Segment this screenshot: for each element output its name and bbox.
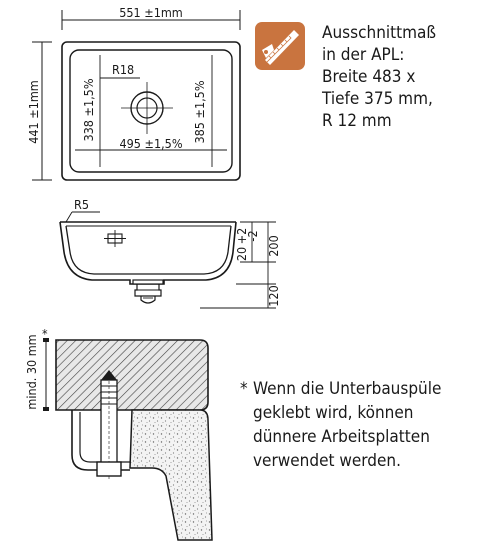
tolerance-plus-label: +2 [234, 228, 249, 245]
footnote-line-3: dünnere Arbeitsplatten [253, 427, 430, 447]
sink-outer-rim [61, 41, 241, 181]
footnote: * Wenn die Unterbauspüle geklebt wird, k… [240, 379, 441, 471]
footnote-line-1: Wenn die Unterbauspüle [253, 379, 441, 399]
tolerance-label: 20 [234, 247, 249, 261]
footnote-marker: * [240, 379, 248, 399]
height-dim-label: 441 ±1mm [26, 80, 41, 144]
section-view: R5 20 +2 -2 200 120 [59, 197, 281, 309]
saw-icon [255, 22, 305, 70]
worktop-section [55, 339, 209, 411]
footnote-line-4: verwendet werden. [253, 451, 401, 471]
corner-radius-label: R18 [112, 62, 134, 77]
thickness-label: mind. 30 mm [24, 334, 39, 409]
sink-bowl-outline [69, 49, 233, 173]
cutout-note-line-1: Ausschnittmaß [322, 23, 436, 43]
cutout-note-line-3: Breite 483 x [322, 67, 415, 87]
cutout-note-line-4: Tiefe 375 mm, [321, 89, 433, 109]
thickness-asterisk: * [42, 326, 48, 341]
inner-left-dim-label: 338 ±1,5% [81, 78, 96, 141]
inner-right-dim-label: 385 ±1,5% [192, 80, 207, 143]
cutout-note: Ausschnittmaß in der APL: Breite 483 x T… [255, 22, 436, 131]
tolerance-minus-label: -2 [245, 230, 260, 241]
sink-section-outer [59, 221, 237, 285]
section-radius-label: R5 [74, 197, 89, 212]
depth-dim-label: 200 [266, 235, 281, 256]
sink-section-inner [65, 225, 232, 275]
sink-wall-section [129, 409, 213, 541]
inner-width-dim-label: 495 ±1,5% [119, 136, 182, 151]
cutout-note-line-2: in der APL: [322, 45, 404, 65]
top-view: 551 ±1mm 441 ±1mm 338 ±1,5% 385 ±1,5% R1… [26, 5, 241, 181]
drain-dim-label: 120 [266, 285, 281, 306]
width-dim-label: 551 ±1mm [119, 5, 183, 20]
mounting-clip [71, 410, 130, 471]
footnote-line-2: geklebt wird, können [253, 403, 413, 423]
drain-fitting [132, 279, 164, 304]
mount-detail: mind. 30 mm * [24, 326, 213, 541]
cutout-note-line-5: R 12 mm [322, 111, 392, 131]
mounting-nut [96, 461, 122, 477]
